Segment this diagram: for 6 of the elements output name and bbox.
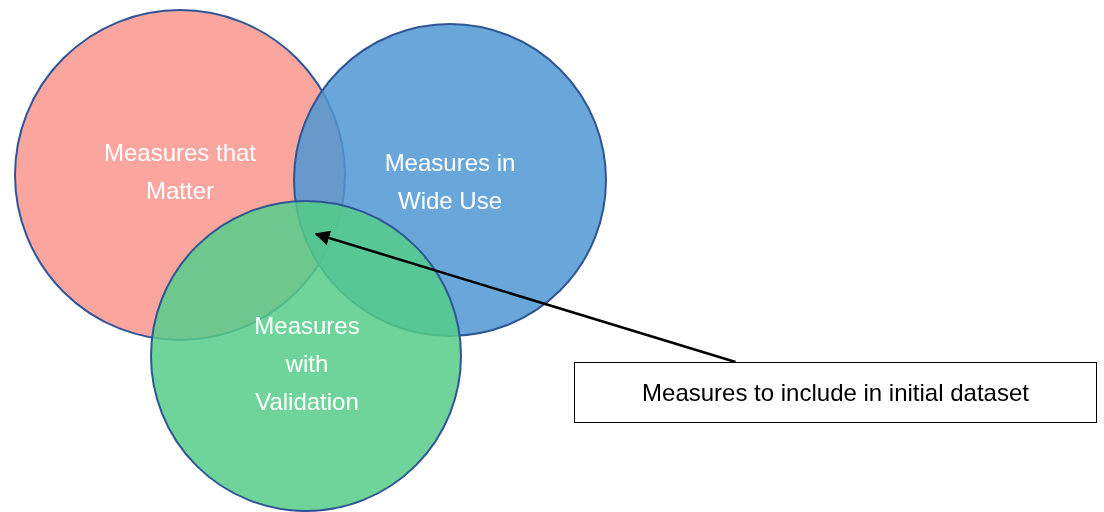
callout-text: Measures to include in initial dataset: [642, 378, 1029, 407]
circle-label: Measures with Validation: [253, 311, 361, 417]
circle-label: Measures that Matter: [102, 138, 258, 206]
leader-arrow: [314, 230, 736, 364]
callout-box: [574, 362, 1097, 423]
circle-label: Measures in Wide Use: [383, 148, 517, 216]
